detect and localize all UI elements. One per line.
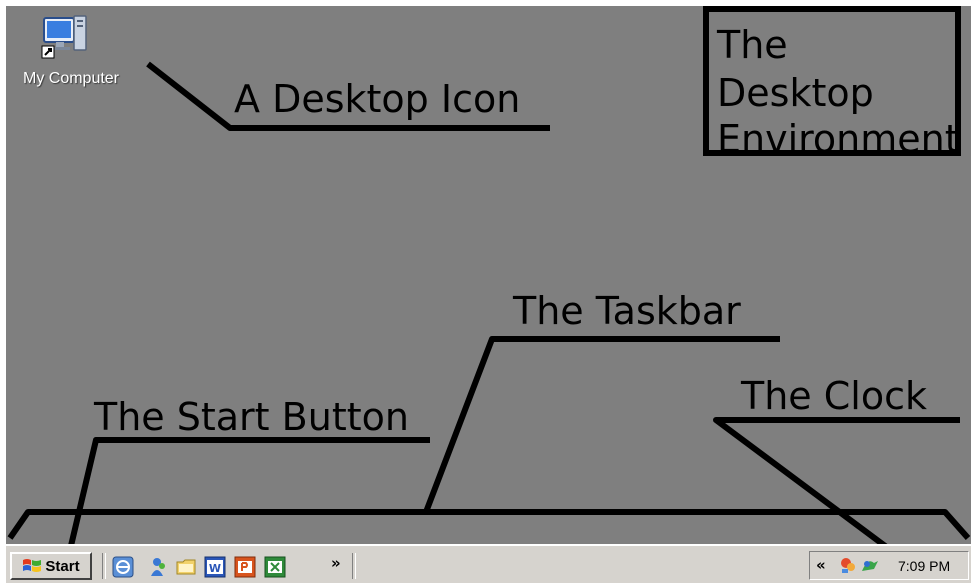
powerpoint-icon[interactable] — [234, 556, 256, 578]
taskbar-separator — [102, 553, 106, 579]
folder-icon[interactable] — [175, 556, 197, 578]
system-tray: « 7:09 PM — [809, 551, 969, 580]
desktop-icon-my-computer[interactable]: My Computer — [12, 8, 130, 102]
quick-launch-overflow-button[interactable]: » — [331, 554, 341, 572]
annotation-start-button: The Start Button — [94, 395, 409, 439]
title-line-1: The — [717, 23, 788, 67]
annotation-title-box: The Desktop Environment — [703, 6, 961, 161]
svg-text:W: W — [209, 562, 221, 575]
taskbar-clock[interactable]: 7:09 PM — [898, 558, 951, 574]
word-icon[interactable]: W — [204, 556, 226, 578]
title-line-2: Desktop — [717, 71, 874, 115]
taskbar[interactable]: Start W » « — [6, 544, 971, 583]
desktop-icon-label: My Computer — [22, 70, 120, 87]
start-button[interactable]: Start — [10, 552, 92, 580]
my-computer-icon — [41, 15, 87, 59]
excel-icon[interactable] — [264, 556, 286, 578]
messenger-tray-icon[interactable] — [860, 555, 880, 575]
annotation-desktop-icon: A Desktop Icon — [234, 77, 521, 121]
title-line-3: Environment — [717, 117, 960, 161]
start-button-label: Start — [45, 557, 80, 575]
network-icon[interactable] — [838, 555, 858, 575]
desktop[interactable]: My Computer A Desktop Icon The Taskbar T… — [6, 6, 971, 544]
annotation-clock: The Clock — [741, 374, 927, 418]
windows-flag-icon — [23, 559, 42, 572]
annotation-taskbar: The Taskbar — [513, 289, 741, 333]
taskbar-separator — [352, 553, 356, 579]
windows-messenger-icon[interactable] — [147, 556, 169, 578]
internet-explorer-icon[interactable] — [112, 556, 134, 578]
tray-expand-button[interactable]: « — [816, 556, 826, 574]
